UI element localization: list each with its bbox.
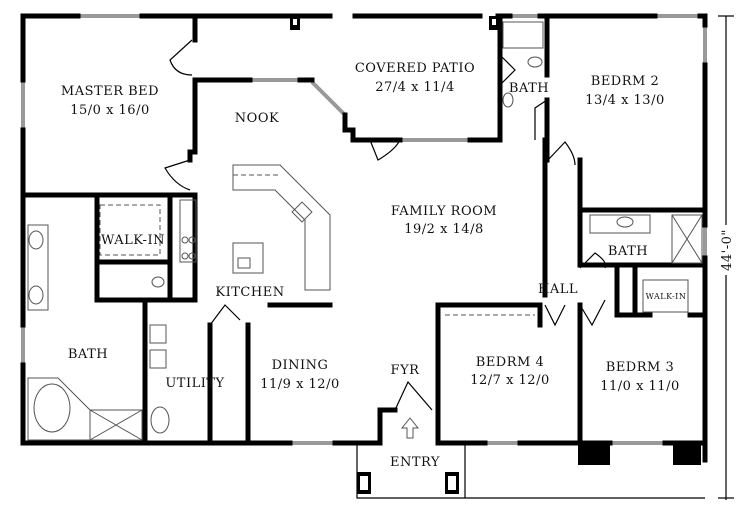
bath-right-label: BATH xyxy=(608,244,648,259)
fixtures xyxy=(27,21,703,441)
master-bed-size: 15/0 x 16/0 xyxy=(70,103,149,118)
bedrm3-size: 11/0 x 11/0 xyxy=(600,379,679,394)
family-room-label: FAMILY ROOM xyxy=(391,204,497,219)
bedrm4-size: 12/7 x 12/0 xyxy=(470,373,549,388)
foyer-label: FYR xyxy=(391,363,421,378)
covered-patio-size: 27/4 x 11/4 xyxy=(375,80,454,95)
room-labels: COVERED PATIO 27/4 x 11/4 MASTER BED 15/… xyxy=(61,61,686,470)
dining-size: 11/9 x 12/0 xyxy=(260,377,339,392)
nook-label: NOOK xyxy=(235,111,279,126)
kitchen-label: KITCHEN xyxy=(215,285,284,300)
utility-label: UTILITY xyxy=(165,376,224,391)
dimension-line: 44'-0" xyxy=(717,15,735,500)
walkin-bedrm3-label: WALK-IN xyxy=(646,292,687,301)
bath-master-label: BATH xyxy=(68,347,108,362)
doors xyxy=(164,39,607,411)
bedrm4-label: BEDRM 4 xyxy=(476,355,544,370)
hall-label: HALL xyxy=(538,282,578,297)
bedrm2-label: BEDRM 2 xyxy=(591,74,659,89)
entry-label: ENTRY xyxy=(390,455,440,470)
posts xyxy=(290,16,705,499)
bedrm2-size: 13/4 x 13/0 xyxy=(585,93,664,108)
walkin-master-label: WALK-IN xyxy=(101,233,165,248)
bath-top-label: BATH xyxy=(509,81,549,96)
family-room-size: 19/2 x 14/8 xyxy=(404,222,483,237)
master-bed-label: MASTER BED xyxy=(61,84,159,99)
covered-patio-label: COVERED PATIO xyxy=(355,61,475,76)
dining-label: DINING xyxy=(272,358,329,373)
windows xyxy=(21,14,707,445)
bedrm3-label: BEDRM 3 xyxy=(606,360,674,375)
dimension-depth-label: 44'-0" xyxy=(720,229,735,271)
walls xyxy=(20,13,708,463)
